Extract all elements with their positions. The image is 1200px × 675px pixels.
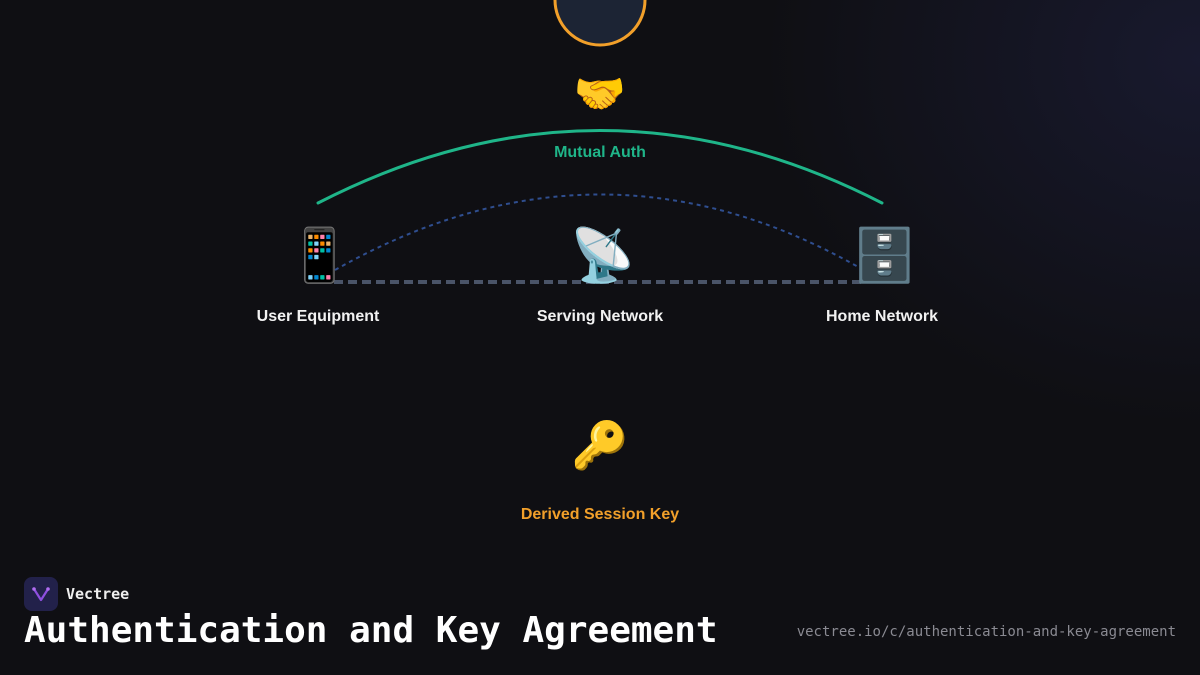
- brand-name: Vectree: [66, 585, 130, 603]
- top-accent-ring: [553, 0, 647, 47]
- brand[interactable]: Vectree: [24, 577, 129, 611]
- page-url[interactable]: vectree.io/c/authentication-and-key-agre…: [796, 624, 1176, 640]
- user-equipment-label: User Equipment: [256, 308, 380, 325]
- serving-network-label: Serving Network: [536, 308, 664, 325]
- file-cabinet-icon: 🗄️: [852, 226, 917, 286]
- mobile-phone-icon: 📱: [287, 226, 352, 286]
- home-network-label: Home Network: [825, 308, 939, 325]
- derived-session-key-label: Derived Session Key: [520, 506, 680, 523]
- satellite-antenna-icon: 📡: [570, 226, 635, 286]
- key-icon: 🔑: [571, 418, 629, 472]
- mutual-auth-arc: [316, 129, 884, 205]
- handshake-icon: 🤝: [573, 69, 627, 118]
- vectree-logo-icon: [24, 577, 58, 611]
- home-to-user-dashed-arc: [334, 193, 861, 271]
- page-title: Authentication and Key Agreement: [24, 610, 718, 651]
- mutual-auth-label: Mutual Auth: [554, 144, 646, 161]
